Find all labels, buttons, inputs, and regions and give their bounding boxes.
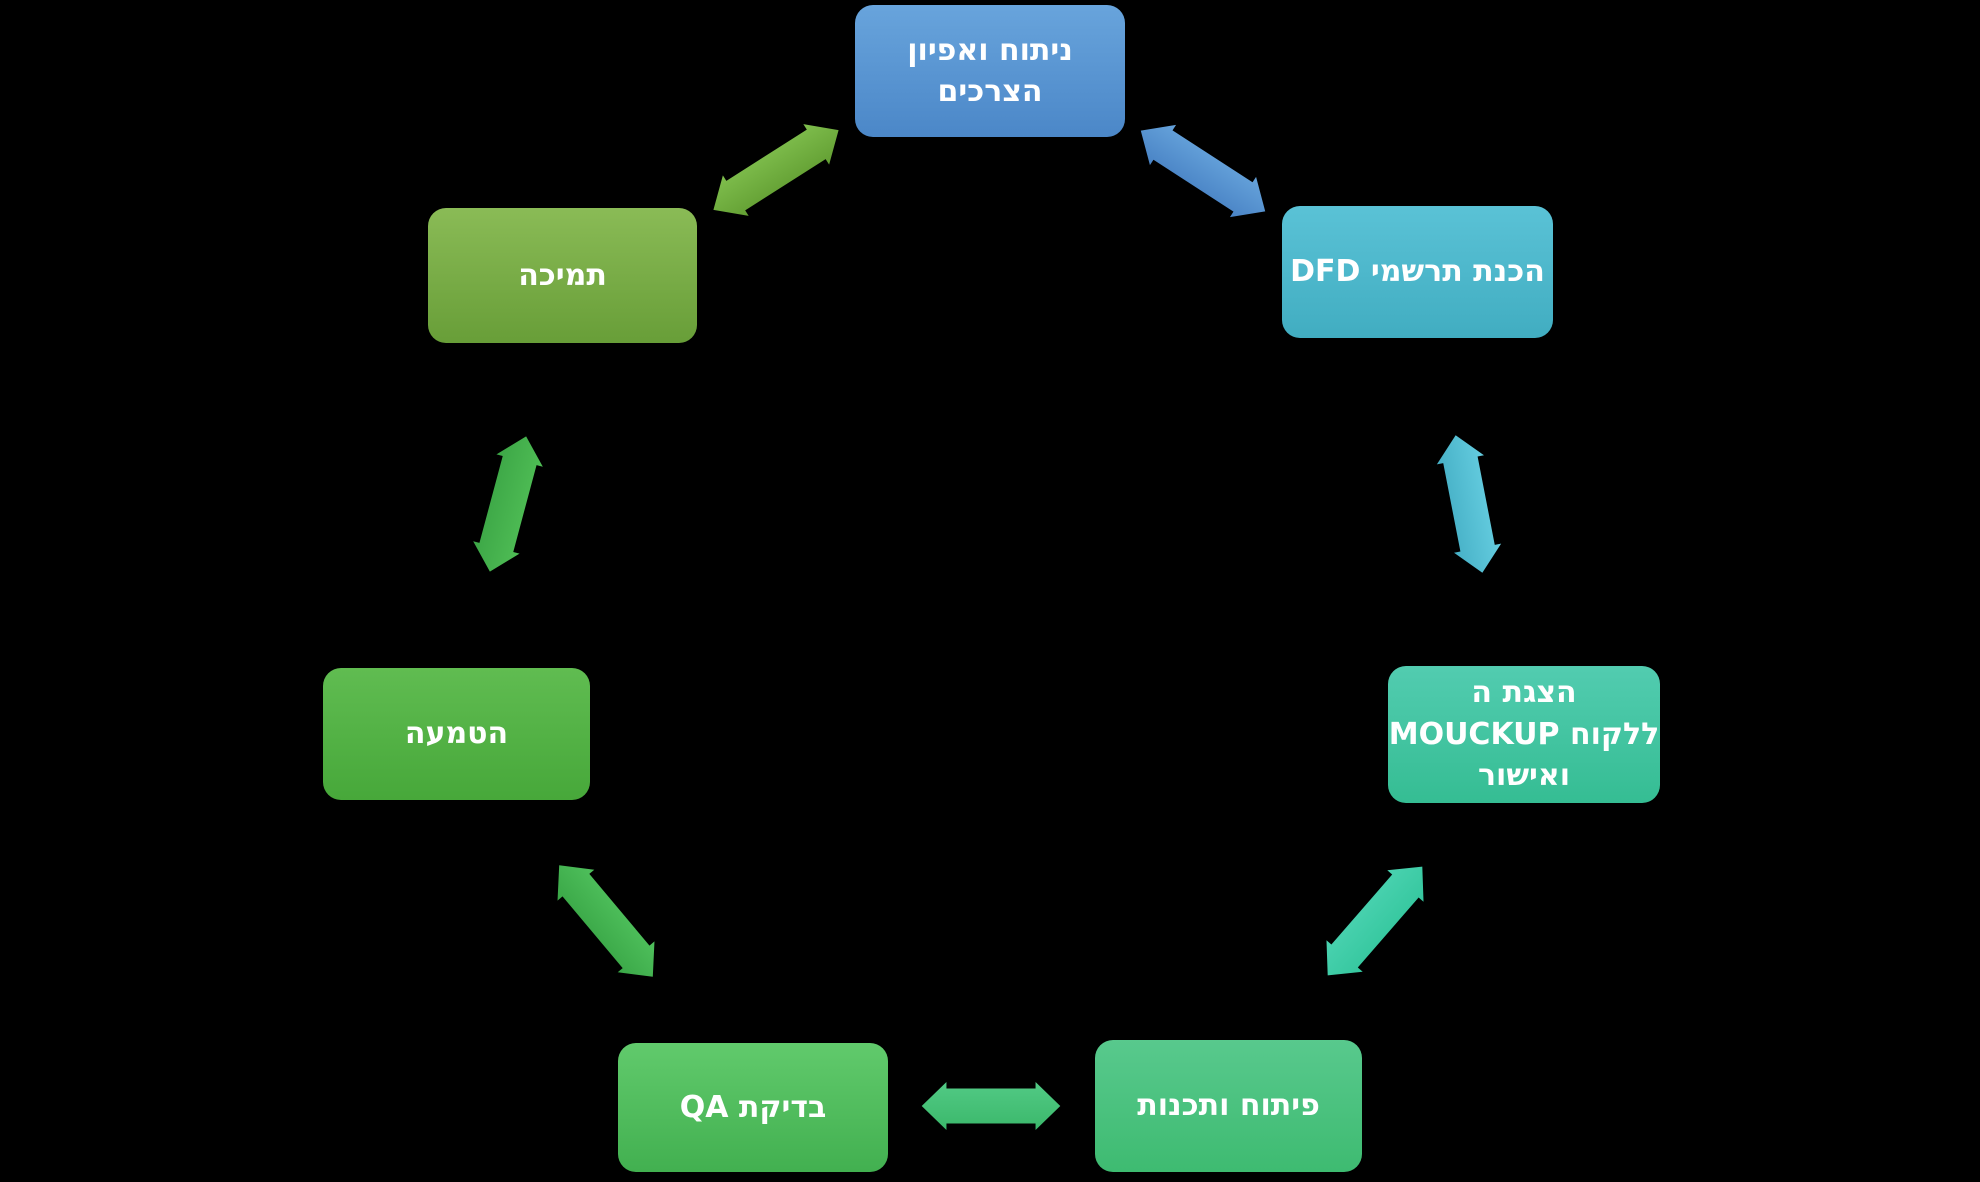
connector-qa-implementation	[540, 849, 672, 993]
node-needs-analysis: ניתוח ואפיון הצרכים	[855, 5, 1125, 137]
node-label-line: הצרכים	[937, 74, 1043, 109]
node-label-line: ניתוח ואפיון	[907, 32, 1073, 68]
connector-development-qa	[921, 1082, 1061, 1130]
connector-support-needs-analysis	[700, 109, 852, 231]
node-mockup: הצגת ה ללקוח MOUCKUP ואישור	[1388, 666, 1660, 803]
node-implementation: הטמעה	[323, 668, 590, 800]
node-label-line: הטמעה	[404, 716, 509, 752]
node-label-line: הצגת ה	[1471, 675, 1577, 711]
connector-needs-analysis-dfd	[1127, 110, 1279, 232]
node-label-line: ללקוח MOUCKUP	[1388, 716, 1660, 752]
node-label-line: פיתוח ותכנות	[1137, 1088, 1320, 1124]
node-qa: בדיקת QA	[618, 1043, 888, 1172]
node-label-line: הכנת תרשמי DFD	[1290, 254, 1545, 290]
node-label-line: בדיקת QA	[679, 1089, 827, 1125]
node-development: פיתוח ותכנות	[1095, 1040, 1362, 1172]
connector-mockup-development	[1309, 850, 1441, 992]
connector-implementation-support	[466, 430, 550, 578]
node-dfd: הכנת תרשמי DFD	[1282, 206, 1553, 338]
connector-dfd-mockup	[1432, 430, 1506, 578]
node-label-line: ואישור	[1477, 758, 1571, 794]
node-support: תמיכה	[428, 208, 697, 343]
node-label-line: תמיכה	[518, 257, 607, 293]
